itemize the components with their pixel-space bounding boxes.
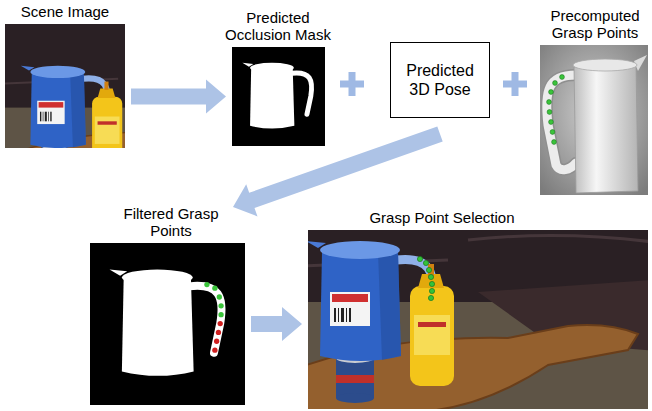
box-label: Predicted 3D Pose — [400, 61, 480, 99]
image-node: Grasp Point Selection — [308, 230, 648, 409]
block-arrow — [233, 127, 443, 217]
grasp-render — [540, 45, 648, 195]
image-heading: Grasp Point Selection — [342, 209, 542, 226]
image-node: Precomputed Grasp Points — [540, 45, 648, 195]
heading-text: Scene Image — [0, 3, 130, 20]
image-node: Filtered Grasp Points — [90, 243, 245, 405]
heading-text: Filtered Grasp Points — [111, 205, 231, 240]
image-node: Scene Image — [5, 24, 125, 148]
image-heading: Scene Image — [0, 3, 130, 20]
plus-sign — [503, 72, 527, 96]
block-arrow — [131, 80, 226, 114]
block-arrow — [251, 307, 302, 341]
image-heading: Precomputed Grasp Points — [540, 7, 650, 42]
selection-photo — [208, 130, 652, 411]
heading-text: Grasp Point Selection — [342, 209, 542, 226]
plus-sign — [340, 72, 364, 96]
process-box: Predicted 3D Pose — [390, 42, 490, 118]
image-heading: Filtered Grasp Points — [111, 205, 231, 240]
image-heading: Predicted Occlusion Mask — [213, 9, 343, 44]
heading-text: Precomputed Grasp Points — [540, 7, 650, 42]
image-node: Predicted Occlusion Mask — [232, 47, 325, 146]
heading-text: Predicted Occlusion Mask — [213, 9, 343, 44]
